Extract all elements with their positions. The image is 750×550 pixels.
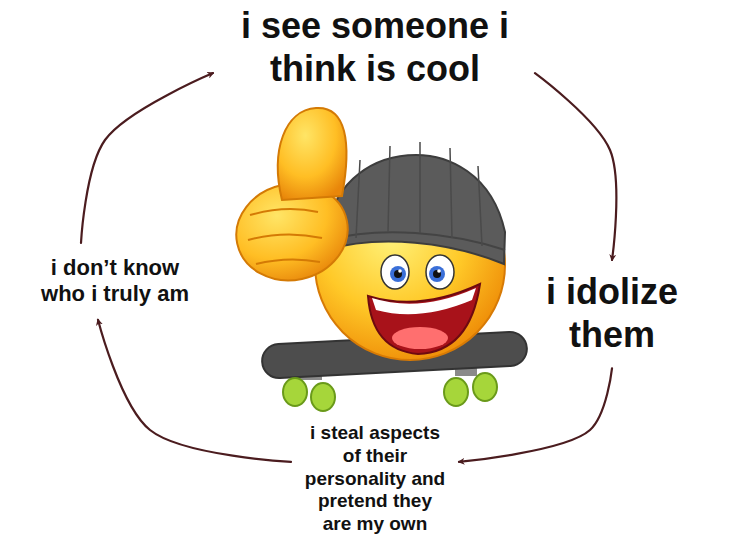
skateboard-wheel [283,378,307,406]
text-node: i don’t know who i truly am [30,255,200,308]
text-node: i see someone i think is cool [225,4,525,90]
node-text: i idolize them [527,270,697,356]
skateboard-wheel [444,378,468,406]
cycle-arrow [98,320,291,462]
cycle-arrow [459,368,612,462]
node-text: i steal aspects of their personality and… [303,422,447,536]
skateboard-wheel [473,373,497,401]
emoji-eyes [381,255,454,289]
beanie [326,142,505,264]
cycle-arrow [535,73,616,260]
thumbs-up-hand [227,108,357,291]
skateboard-wheel [311,383,335,411]
node-text: i see someone i think is cool [225,4,525,90]
node-text: i don’t know who i truly am [30,255,200,308]
cycle-arrow [81,73,213,243]
text-node: i steal aspects of their personality and… [303,422,447,536]
text-node: i idolize them [527,270,697,356]
emoji-mouth [368,284,480,354]
